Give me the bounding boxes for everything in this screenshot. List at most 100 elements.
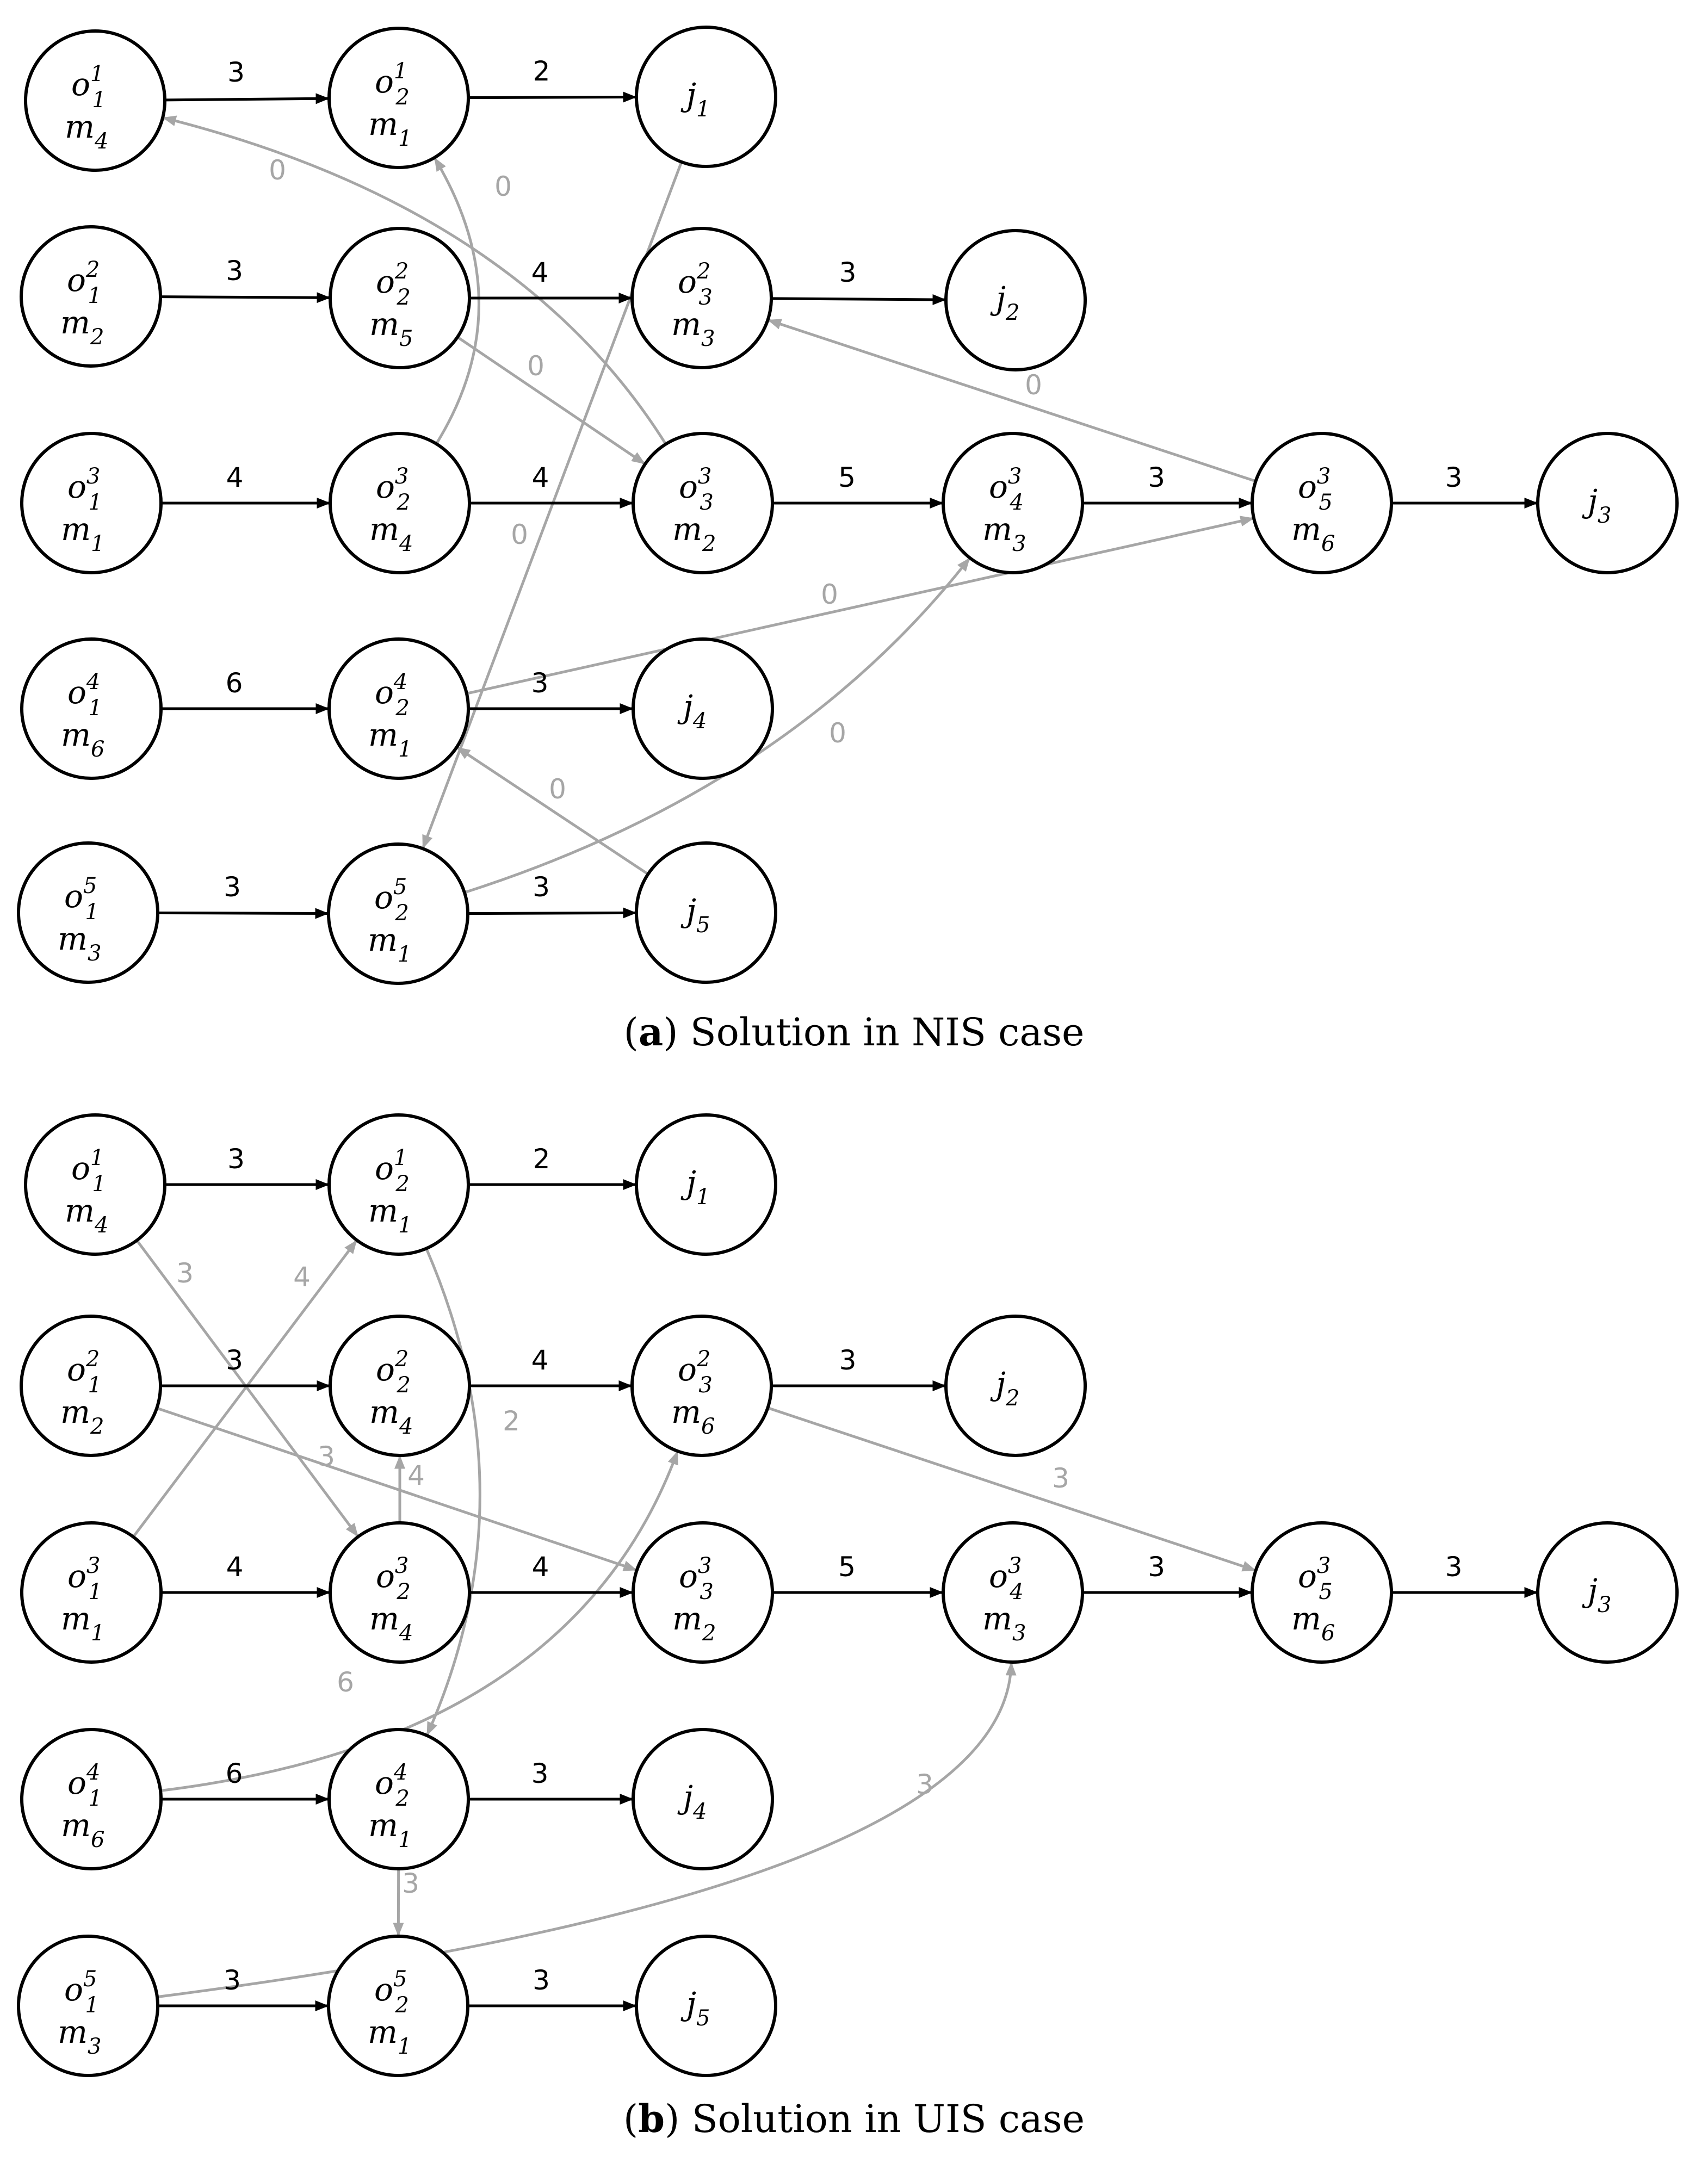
node-circle [1251, 1521, 1393, 1664]
symbol-superscript: 2 [696, 259, 710, 284]
conjunctive-weight-label: 6 [226, 1758, 243, 1789]
symbol-subscript: 3 [1598, 503, 1611, 528]
machine-label: m5 [369, 306, 413, 351]
conjunctive-weight-label: 5 [838, 462, 856, 493]
symbol-superscript: 3 [698, 464, 711, 489]
node-j4: j4 [632, 1728, 774, 1870]
node-j5: j5 [635, 1935, 777, 2077]
node-circle [635, 26, 777, 168]
node-circle [1536, 432, 1679, 574]
job-label: j1 [680, 76, 710, 122]
node-circle [327, 842, 469, 985]
symbol-subscript: 3 [1012, 1621, 1026, 1646]
conjunctive-weight-label: 4 [531, 1344, 549, 1376]
symbol-subscript: 4 [692, 1799, 707, 1824]
symbol-subscript: 1 [88, 1786, 102, 1811]
symbol-superscript: 2 [394, 259, 409, 284]
machine-label: m2 [60, 304, 104, 350]
caption-nis-letter: a [639, 1009, 663, 1055]
conjunctive-weight-label: 2 [533, 1143, 550, 1175]
node-circle [635, 1113, 777, 1256]
symbol-base: m [368, 921, 398, 958]
node-j3: j3 [1536, 1521, 1679, 1664]
symbol-base: m [61, 1807, 91, 1844]
symbol-base: o [374, 1971, 393, 2008]
node-circle [942, 432, 1084, 574]
node-circle [24, 1113, 166, 1256]
disjunctive-edge-o22-o33 [456, 336, 646, 465]
symbol-base: o [1298, 1558, 1317, 1595]
symbol-superscript: 2 [85, 257, 100, 282]
disjunctive-weight-label: 3 [176, 1257, 194, 1289]
symbol-subscript: 1 [398, 942, 411, 967]
disjunctive-weight-label: 6 [337, 1666, 354, 1698]
conjunctive-weight-label: 3 [533, 871, 550, 903]
node-circle [630, 1315, 773, 1457]
conjunctive-edge-o32-j2 [771, 294, 946, 305]
disjunctive-edge-o21-o24 [425, 1248, 481, 1736]
symbol-subscript: 1 [92, 88, 106, 113]
node-circle [327, 1935, 469, 2077]
symbol-subscript: 2 [90, 325, 104, 350]
symbol-subscript: 2 [1005, 300, 1019, 325]
node-j5: j5 [635, 841, 777, 984]
disjunctive-weight-label: 0 [821, 579, 838, 610]
symbol-base: m [60, 1393, 90, 1430]
symbol-superscript: 3 [1317, 1553, 1330, 1578]
symbol-subscript: 4 [94, 1213, 108, 1238]
conjunctive-weight-label: 3 [1148, 1551, 1165, 1583]
symbol-superscript: 5 [393, 875, 407, 900]
symbol-superscript: 1 [394, 59, 407, 84]
symbol-superscript: 4 [86, 670, 100, 695]
node-j1: j1 [635, 26, 777, 168]
symbol-superscript: 3 [1317, 464, 1330, 489]
symbol-subscript: 1 [85, 900, 98, 925]
conjunctive-weight-label: 3 [531, 667, 549, 699]
symbol-subscript: 3 [1012, 531, 1026, 556]
symbol-subscript: 4 [399, 531, 413, 556]
symbol-base: o [67, 674, 86, 711]
symbol-base: m [65, 108, 95, 145]
conjunctive-edge-o12-o22 [160, 292, 331, 303]
symbol-superscript: 3 [698, 1553, 711, 1578]
symbol-base: m [1291, 511, 1321, 548]
conjunctive-weight-label: 3 [533, 1965, 550, 1996]
disjunctive-weight-label: 0 [527, 350, 544, 382]
symbol-subscript: 1 [88, 283, 101, 308]
disjunctive-edge-o15-o43 [157, 1662, 1017, 1999]
symbol-base: m [368, 2013, 398, 2050]
symbol-subscript: 6 [91, 737, 104, 762]
symbol-subscript: 1 [696, 97, 710, 122]
node-circle [942, 1521, 1084, 1664]
symbol-subscript: 1 [85, 1993, 98, 2018]
node-circle [327, 1113, 470, 1256]
symbol-base: m [368, 1807, 398, 1844]
symbol-base: o [375, 674, 394, 711]
machine-label: m4 [65, 1192, 108, 1238]
symbol-base: o [679, 1558, 698, 1595]
